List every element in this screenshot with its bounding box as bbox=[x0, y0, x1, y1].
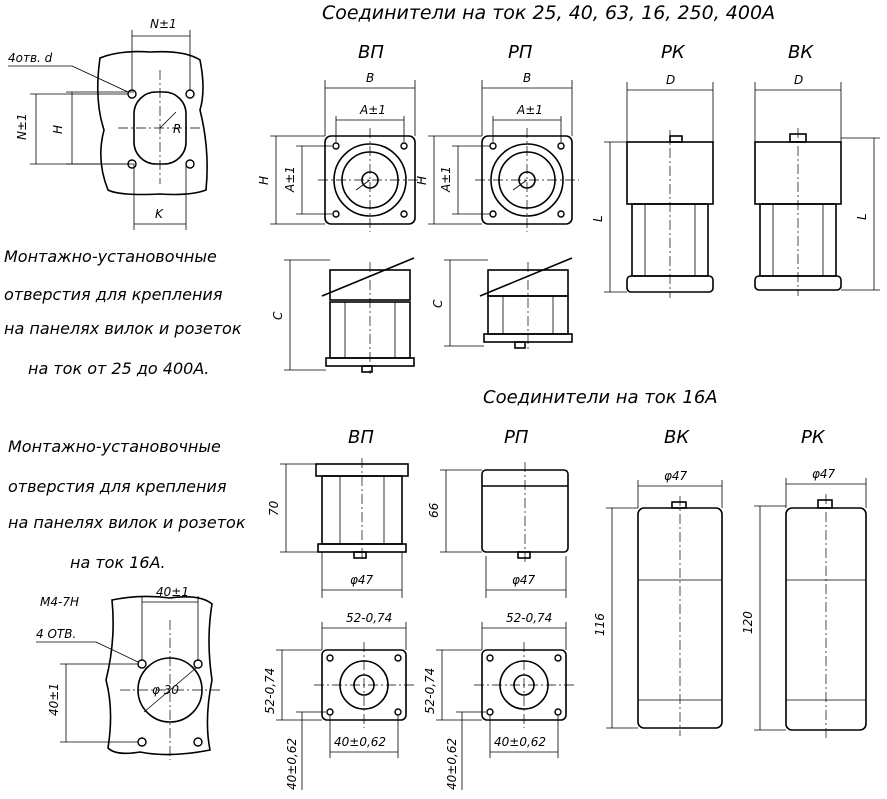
label-bottom-rp: РП bbox=[504, 427, 529, 448]
svg-text:C: C bbox=[431, 299, 445, 308]
svg-text:B: B bbox=[366, 71, 374, 85]
rp-front-top: B A±1 H A±1 bbox=[415, 71, 579, 232]
panel-cutout-16a: φ 30 M4-7H 4 ОТВ. 40±1 40±1 bbox=[36, 585, 220, 760]
svg-text:116: 116 bbox=[593, 613, 607, 636]
vk-side-16a: φ47 116 bbox=[593, 469, 723, 736]
svg-text:φ47: φ47 bbox=[664, 469, 688, 483]
svg-text:на ток 16А.: на ток 16А. bbox=[70, 553, 166, 572]
svg-text:52-0,74: 52-0,74 bbox=[263, 668, 277, 714]
label-top-rk: РК bbox=[661, 42, 686, 63]
svg-text:Монтажно-установочные: Монтажно-установочные bbox=[4, 247, 217, 266]
svg-text:D: D bbox=[794, 73, 803, 87]
rp-front-16a: 52-0,74 52-0,74 40±0,62 40±0,62 bbox=[423, 611, 574, 790]
svg-text:A±1: A±1 bbox=[439, 166, 453, 193]
svg-text:N±1: N±1 bbox=[15, 113, 29, 140]
svg-text:66: 66 bbox=[427, 502, 441, 518]
svg-text:40±0,62: 40±0,62 bbox=[285, 738, 299, 790]
svg-text:M4-7H: M4-7H bbox=[40, 595, 79, 609]
vp-front-16a: 52-0,74 52-0,74 40±0,62 40±0,62 bbox=[263, 611, 414, 790]
svg-text:L: L bbox=[591, 215, 605, 222]
svg-text:4отв. d: 4отв. d bbox=[8, 51, 53, 65]
svg-text:отверстия для крепления: отверстия для крепления bbox=[8, 477, 227, 496]
title-16a: Соединители на ток 16А bbox=[483, 387, 718, 408]
label-top-vp: ВП bbox=[358, 42, 384, 63]
svg-text:φ47: φ47 bbox=[812, 467, 836, 481]
main-title: Соединители на ток 25, 40, 63, 16, 250, … bbox=[322, 2, 775, 24]
vp-side-top: C bbox=[271, 257, 415, 374]
svg-text:R: R bbox=[173, 122, 181, 136]
svg-text:N±1: N±1 bbox=[150, 17, 177, 31]
vp-side-16a: 70 φ47 bbox=[267, 458, 409, 598]
note-bottom: Монтажно-установочные отверстия для креп… bbox=[8, 437, 246, 572]
svg-text:4 ОТВ.: 4 ОТВ. bbox=[36, 627, 76, 641]
svg-text:40±0,62: 40±0,62 bbox=[494, 735, 546, 749]
svg-text:D: D bbox=[666, 73, 675, 87]
rp-side-16a: 66 φ47 bbox=[427, 462, 569, 598]
svg-text:отверстия для крепления: отверстия для крепления bbox=[4, 285, 223, 304]
svg-text:B: B bbox=[523, 71, 531, 85]
label-top-vk: ВК bbox=[788, 42, 814, 63]
label-bottom-rk: РК bbox=[801, 427, 826, 448]
svg-text:52-0,74: 52-0,74 bbox=[346, 611, 392, 625]
label-bottom-vk: ВК bbox=[664, 427, 690, 448]
svg-text:K: K bbox=[155, 207, 164, 221]
svg-text:40±0,62: 40±0,62 bbox=[445, 738, 459, 790]
svg-text:φ 30: φ 30 bbox=[152, 683, 179, 697]
rk-side-16a: φ47 120 bbox=[741, 467, 867, 738]
svg-text:Монтажно-установочные: Монтажно-установочные bbox=[8, 437, 221, 456]
svg-text:52-0,74: 52-0,74 bbox=[506, 611, 552, 625]
vk-side-top: D L bbox=[754, 73, 880, 296]
svg-text:40±1: 40±1 bbox=[47, 683, 61, 716]
svg-text:φ47: φ47 bbox=[512, 573, 536, 587]
svg-text:40±1: 40±1 bbox=[156, 585, 189, 599]
svg-text:на панелях вилок и розеток: на панелях вилок и розеток bbox=[8, 513, 246, 532]
svg-text:A±1: A±1 bbox=[516, 103, 543, 117]
svg-text:A±1: A±1 bbox=[283, 166, 297, 193]
svg-text:на ток от 25 до 400А.: на ток от 25 до 400А. bbox=[28, 359, 209, 378]
svg-text:H: H bbox=[415, 176, 429, 185]
svg-text:40±0,62: 40±0,62 bbox=[334, 735, 386, 749]
note-top: Монтажно-установочные отверстия для креп… bbox=[4, 247, 242, 378]
label-bottom-vp: ВП bbox=[348, 427, 374, 448]
vp-front-top: B A±1 H A±1 bbox=[257, 71, 422, 232]
svg-text:φ47: φ47 bbox=[350, 573, 374, 587]
svg-text:A±1: A±1 bbox=[359, 103, 386, 117]
svg-text:L: L bbox=[855, 213, 869, 220]
panel-cutout-top: N±1 4отв. d N±1 H R K bbox=[8, 17, 208, 230]
rp-side-top: C bbox=[431, 257, 573, 350]
svg-text:H: H bbox=[51, 125, 65, 134]
svg-text:C: C bbox=[271, 311, 285, 320]
rk-side-top: D L bbox=[591, 73, 714, 298]
svg-text:H: H bbox=[257, 176, 271, 185]
svg-text:52-0,74: 52-0,74 bbox=[423, 668, 437, 714]
svg-text:70: 70 bbox=[267, 500, 281, 516]
label-top-rp: РП bbox=[508, 42, 533, 63]
svg-text:на панелях вилок и розеток: на панелях вилок и розеток bbox=[4, 319, 242, 338]
svg-text:120: 120 bbox=[741, 611, 755, 634]
